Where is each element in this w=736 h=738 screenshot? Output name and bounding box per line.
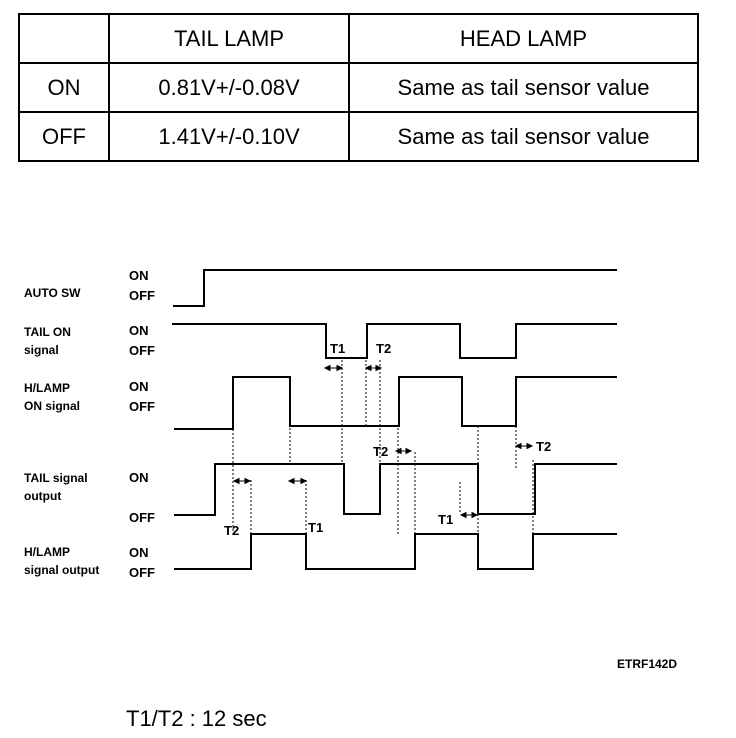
interval-arrows (232, 364, 534, 519)
row-head-value-cell: Same as tail sensor value (348, 111, 699, 162)
interval-arrow (323, 364, 344, 372)
row-state-cell: OFF (18, 111, 110, 162)
signal-label-auto-sw: AUTO SW (24, 286, 81, 300)
t1-label: T1 (330, 341, 345, 356)
signal-labels: AUTO SW TAIL ON signal H/LAMP ON signal … (24, 286, 99, 577)
table-row: ON 0.81V+/-0.08V Same as tail sensor val… (18, 62, 699, 113)
t2-label: T2 (536, 439, 551, 454)
waveform-tail-signal-output (174, 463, 617, 516)
state-on-label: ON (129, 268, 149, 283)
signal-label-tail-on-2: signal (24, 343, 59, 357)
interval-arrow (394, 447, 413, 455)
row-tail-value-cell: 0.81V+/-0.08V (108, 62, 350, 113)
state-on-label: ON (129, 379, 149, 394)
interval-labels: T1 T2 T2 T2 T2 T1 T1 (224, 341, 551, 538)
state-labels: ON OFF ON OFF ON OFF ON OFF ON OFF (129, 268, 155, 580)
waveform-auto-sw (173, 269, 617, 307)
waveforms (172, 269, 617, 570)
t1-label: T1 (438, 512, 453, 527)
state-off-label: OFF (129, 399, 155, 414)
state-off-label: OFF (129, 288, 155, 303)
t1-label: T1 (308, 520, 323, 535)
timing-note: T1/T2 : 12 sec (126, 706, 267, 731)
figure-code: ETRF142D (617, 657, 678, 671)
header-cell-empty (18, 13, 110, 64)
signal-label-tail-output-2: output (24, 489, 61, 503)
header-cell-tail-lamp: TAIL LAMP (108, 13, 350, 64)
state-on-label: ON (129, 545, 149, 560)
lamp-voltage-table: TAIL LAMP HEAD LAMP ON 0.81V+/-0.08V Sam… (18, 13, 699, 162)
table-header-row: TAIL LAMP HEAD LAMP (18, 13, 699, 64)
signal-label-hlamp-on-2: ON signal (24, 399, 80, 413)
t2-label: T2 (224, 523, 239, 538)
state-off-label: OFF (129, 343, 155, 358)
interval-arrow (287, 477, 308, 485)
signal-label-hlamp-output-2: signal output (24, 563, 99, 577)
interval-arrow (364, 364, 383, 372)
t2-label: T2 (376, 341, 391, 356)
t2-label: T2 (373, 444, 388, 459)
signal-label-tail-output-1: TAIL signal (24, 471, 88, 485)
interval-arrow (232, 477, 252, 485)
header-cell-head-lamp: HEAD LAMP (348, 13, 699, 64)
table-row: OFF 1.41V+/-0.10V Same as tail sensor va… (18, 111, 699, 162)
row-head-value-cell: Same as tail sensor value (348, 62, 699, 113)
row-state-cell: ON (18, 62, 110, 113)
signal-label-hlamp-output-1: H/LAMP (24, 545, 70, 559)
timing-guides (232, 360, 534, 534)
interval-arrow (514, 442, 534, 450)
state-on-label: ON (129, 470, 149, 485)
waveform-hlamp-signal-output (174, 533, 617, 570)
row-tail-value-cell: 1.41V+/-0.10V (108, 111, 350, 162)
signal-label-hlamp-on-1: H/LAMP (24, 381, 70, 395)
state-off-label: OFF (129, 510, 155, 525)
interval-arrow (459, 511, 479, 519)
state-on-label: ON (129, 323, 149, 338)
waveform-tail-on-signal (172, 323, 617, 359)
signal-label-tail-on-1: TAIL ON (24, 325, 71, 339)
waveform-hlamp-on-signal (174, 376, 617, 430)
state-off-label: OFF (129, 565, 155, 580)
